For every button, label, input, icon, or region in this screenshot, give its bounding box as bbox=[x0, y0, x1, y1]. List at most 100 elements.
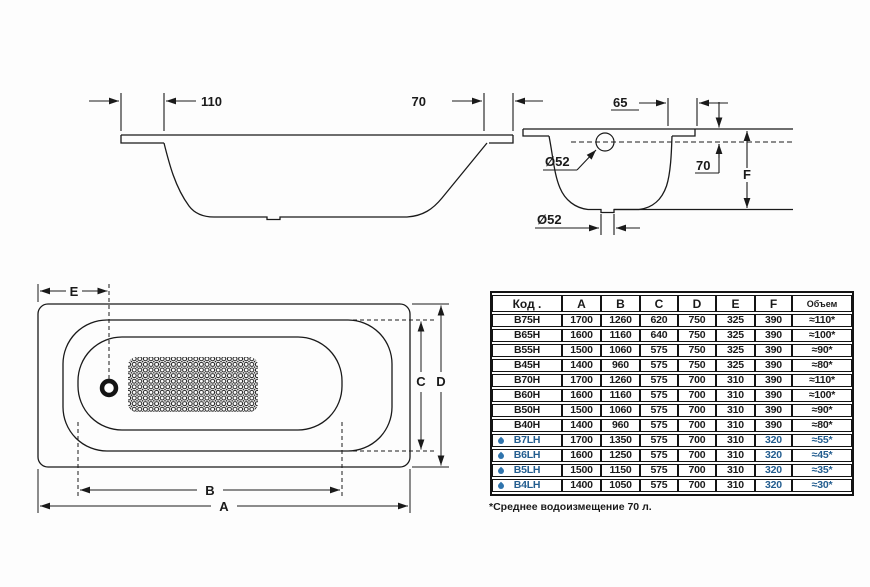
value-cell: 1700 bbox=[562, 434, 601, 447]
code-cell: B7LH bbox=[492, 434, 562, 447]
water-drop-icon bbox=[496, 466, 506, 476]
value-cell: 310 bbox=[716, 479, 755, 492]
value-cell: 1600 bbox=[562, 329, 601, 342]
dim-overflow-offset-label: 70 bbox=[696, 158, 710, 173]
overflow-hole bbox=[595, 132, 615, 152]
dim-65-label: 65 bbox=[613, 95, 627, 110]
value-cell: 960 bbox=[601, 359, 640, 372]
value-cell: 1400 bbox=[562, 479, 601, 492]
value-cell: 575 bbox=[640, 479, 678, 492]
value-cell: 1500 bbox=[562, 344, 601, 357]
value-cell: 575 bbox=[640, 419, 678, 432]
value-cell: 700 bbox=[678, 374, 716, 387]
value-cell: 390 bbox=[755, 404, 792, 417]
col-header-e: E bbox=[716, 295, 755, 312]
code-cell: B45H bbox=[492, 359, 562, 372]
value-cell: 390 bbox=[755, 419, 792, 432]
volume-cell: ≈30* bbox=[792, 479, 852, 492]
value-cell: 1260 bbox=[601, 314, 640, 327]
code-cell: B65H bbox=[492, 329, 562, 342]
value-cell: 320 bbox=[755, 464, 792, 477]
value-cell: 575 bbox=[640, 434, 678, 447]
volume-cell: ≈80* bbox=[792, 359, 852, 372]
dim-A-label: A bbox=[219, 499, 229, 514]
value-cell: 700 bbox=[678, 434, 716, 447]
drain-dia-label: Ø52 bbox=[537, 212, 562, 227]
value-cell: 325 bbox=[716, 314, 755, 327]
value-cell: 700 bbox=[678, 419, 716, 432]
water-drop-icon bbox=[496, 481, 506, 491]
dim-B bbox=[77, 422, 343, 498]
value-cell: 1700 bbox=[562, 374, 601, 387]
value-cell: 390 bbox=[755, 359, 792, 372]
water-drop-icon bbox=[496, 451, 506, 461]
col-header-a: A bbox=[562, 295, 601, 312]
dim-D bbox=[412, 303, 449, 468]
value-cell: 320 bbox=[755, 449, 792, 462]
value-cell: 575 bbox=[640, 464, 678, 477]
value-cell: 750 bbox=[678, 344, 716, 357]
table-footnote: *Среднее водоизмещение 70 л. bbox=[489, 501, 652, 513]
value-cell: 1600 bbox=[562, 449, 601, 462]
value-cell: 1250 bbox=[601, 449, 640, 462]
value-cell: 700 bbox=[678, 449, 716, 462]
code-cell: B60H bbox=[492, 389, 562, 402]
water-drop-icon bbox=[496, 436, 506, 446]
value-cell: 1600 bbox=[562, 389, 601, 402]
code-cell: B5LH bbox=[492, 464, 562, 477]
dim-A bbox=[37, 469, 411, 513]
code-cell: B70H bbox=[492, 374, 562, 387]
dim-65 bbox=[611, 98, 728, 126]
code-cell: B50H bbox=[492, 404, 562, 417]
value-cell: 575 bbox=[640, 404, 678, 417]
value-cell: 750 bbox=[678, 359, 716, 372]
volume-cell: ≈110* bbox=[792, 374, 852, 387]
value-cell: 390 bbox=[755, 329, 792, 342]
tub-side-profile bbox=[120, 134, 514, 221]
volume-cell: ≈35* bbox=[792, 464, 852, 477]
value-cell: 390 bbox=[755, 389, 792, 402]
value-cell: 1350 bbox=[601, 434, 640, 447]
value-cell: 1260 bbox=[601, 374, 640, 387]
value-cell: 310 bbox=[716, 404, 755, 417]
dim-B-label: B bbox=[205, 483, 214, 498]
value-cell: 310 bbox=[716, 449, 755, 462]
value-cell: 325 bbox=[716, 344, 755, 357]
dim-C bbox=[283, 319, 435, 452]
value-cell: 310 bbox=[716, 464, 755, 477]
value-cell: 700 bbox=[678, 464, 716, 477]
value-cell: 310 bbox=[716, 389, 755, 402]
value-cell: 1500 bbox=[562, 404, 601, 417]
value-cell: 1400 bbox=[562, 359, 601, 372]
dim-C-label: C bbox=[416, 374, 426, 389]
volume-cell: ≈100* bbox=[792, 329, 852, 342]
value-cell: 960 bbox=[601, 419, 640, 432]
value-cell: 1700 bbox=[562, 314, 601, 327]
value-cell: 640 bbox=[640, 329, 678, 342]
value-cell: 575 bbox=[640, 449, 678, 462]
value-cell: 1500 bbox=[562, 464, 601, 477]
value-cell: 1050 bbox=[601, 479, 640, 492]
value-cell: 700 bbox=[678, 479, 716, 492]
drain-hole bbox=[99, 378, 119, 398]
volume-cell: ≈100* bbox=[792, 389, 852, 402]
tub-section-profile bbox=[522, 128, 793, 214]
dim-110-label: 110 bbox=[201, 94, 222, 109]
dim-70-depth bbox=[695, 102, 723, 174]
value-cell: 1160 bbox=[601, 329, 640, 342]
value-cell: 1060 bbox=[601, 344, 640, 357]
dim-E-label: E bbox=[70, 284, 79, 299]
value-cell: 700 bbox=[678, 404, 716, 417]
